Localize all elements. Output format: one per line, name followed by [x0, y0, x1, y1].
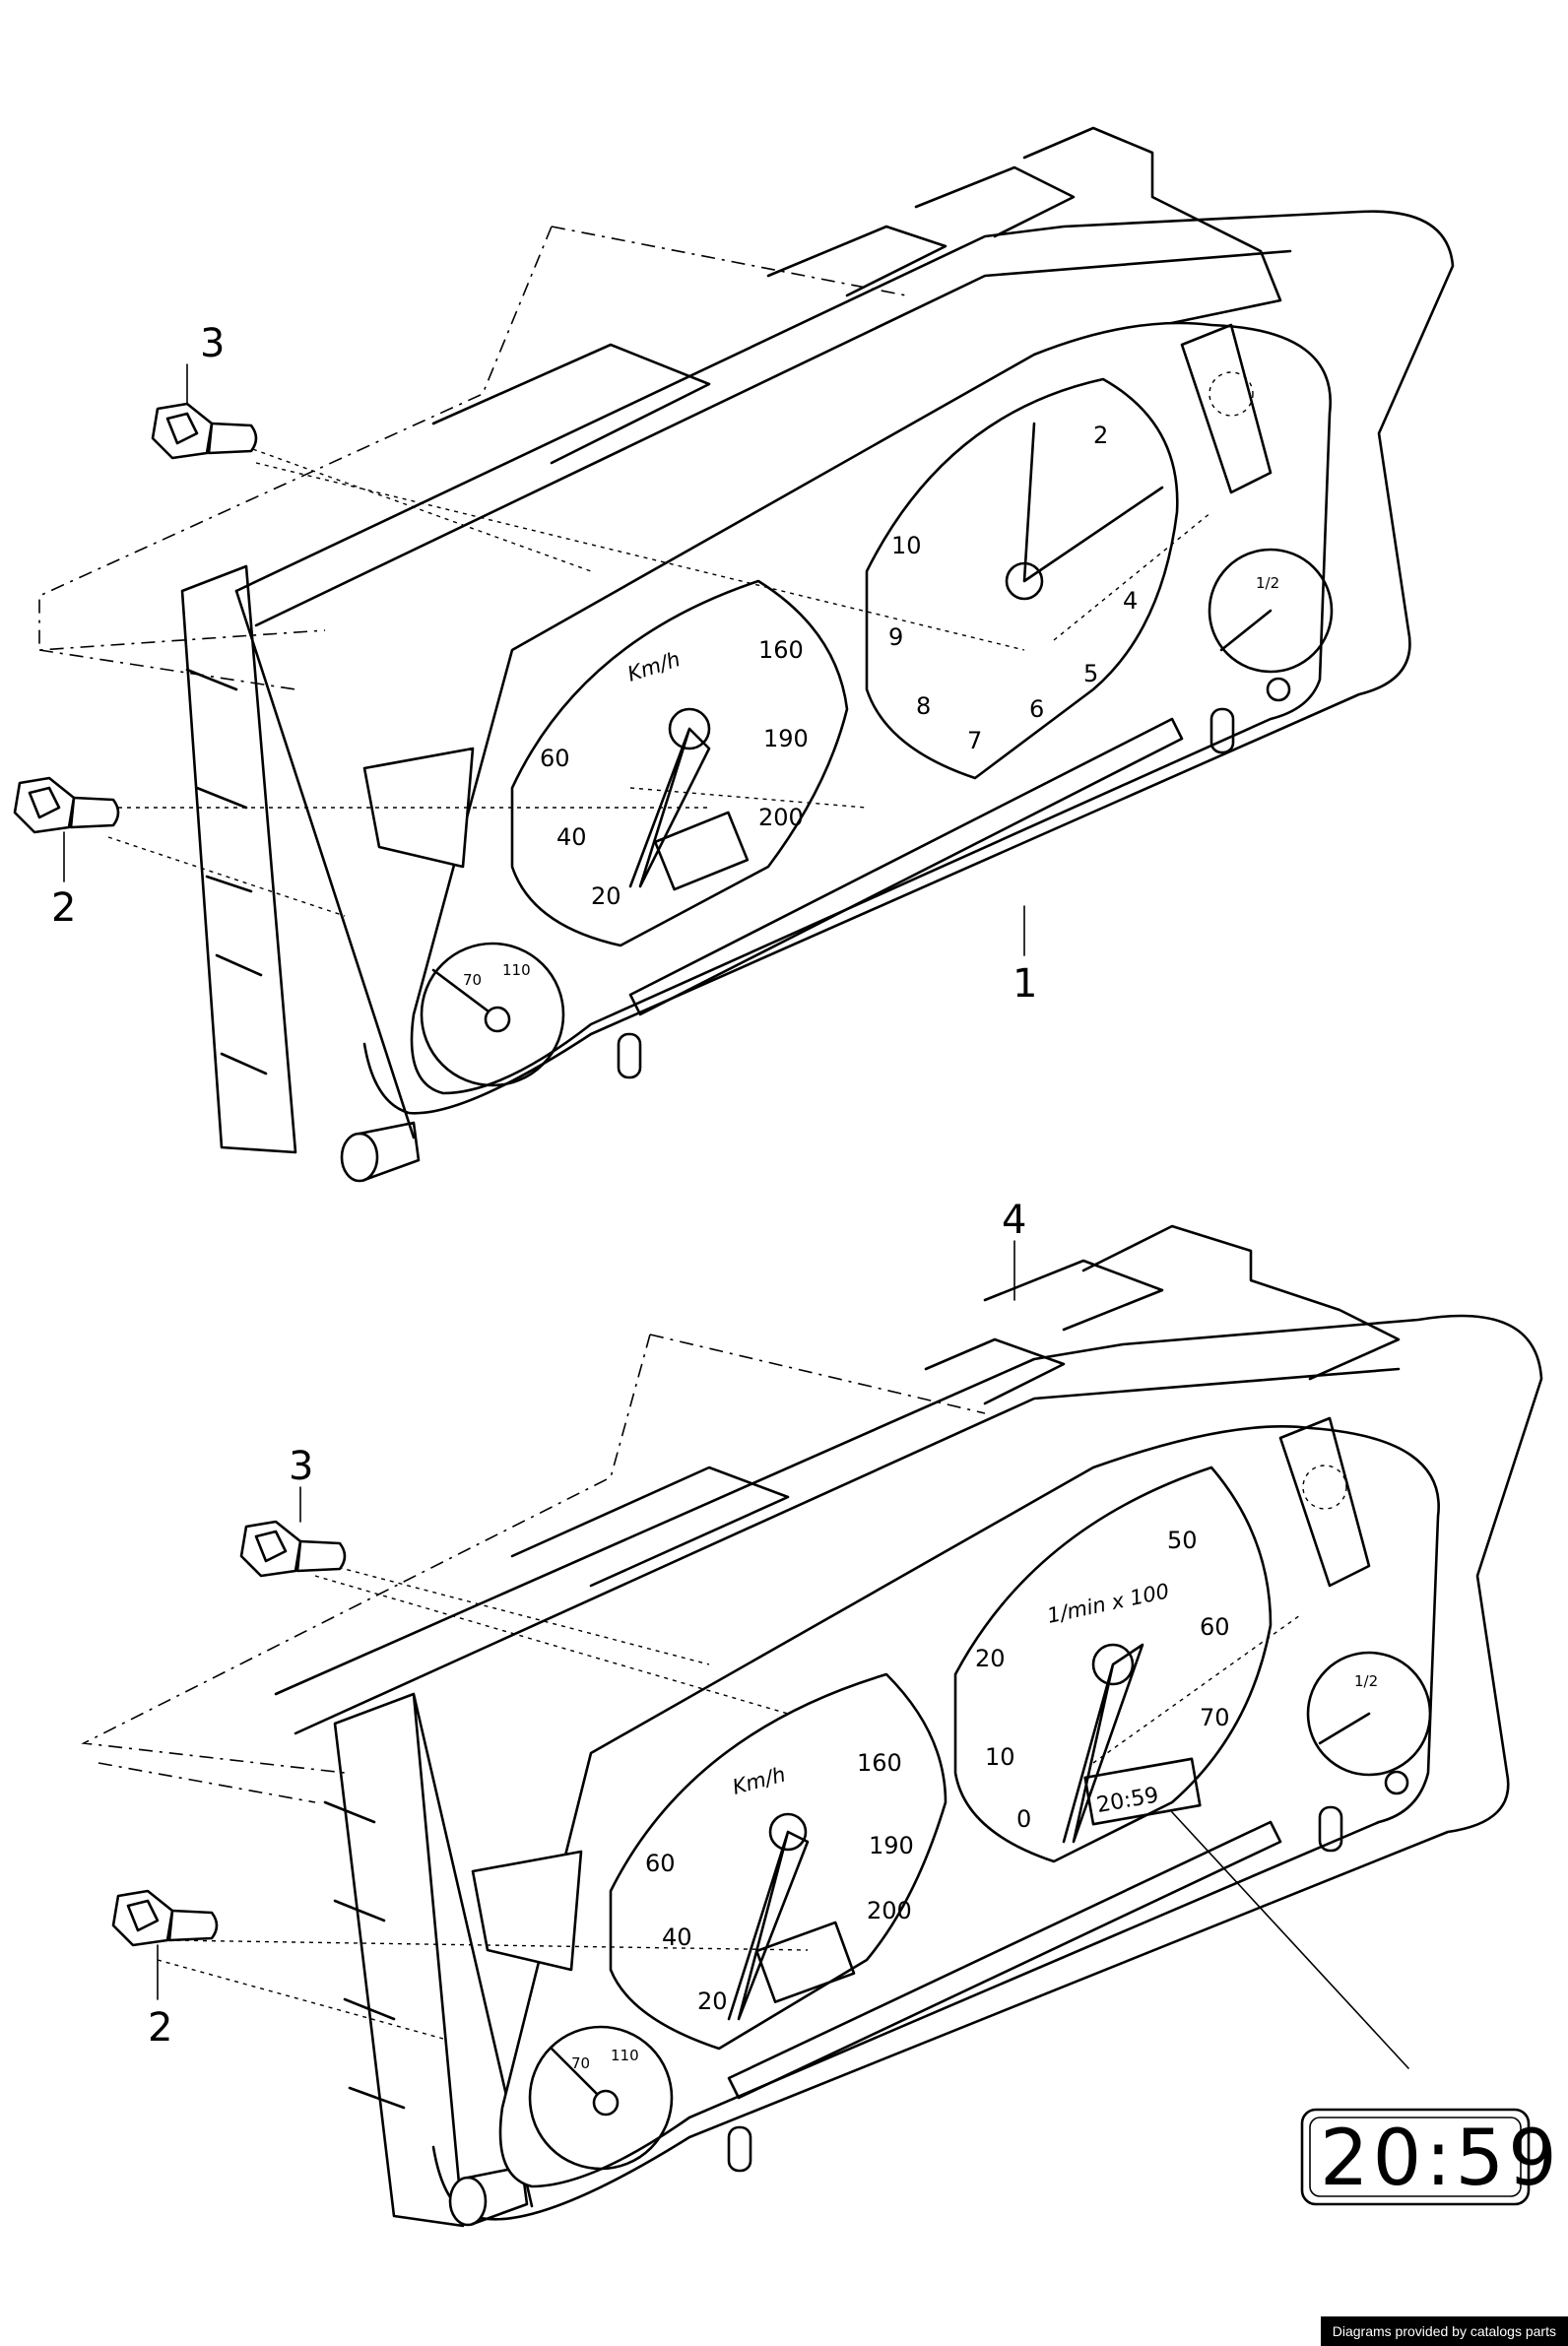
callout-3-top: 3 — [200, 321, 225, 366]
speedo-tick-200-top: 200 — [758, 804, 804, 831]
bulb-holder-2-top — [13, 776, 120, 882]
temp-tick-110-top: 110 — [502, 961, 531, 979]
tach-tick-7-top: 7 — [967, 727, 982, 754]
instrument-cluster-bottom — [81, 1224, 1543, 2228]
fuel-gauge-top — [1208, 548, 1334, 674]
connector-pin-bottom — [448, 2176, 488, 2227]
tach-tick-4-top: 4 — [1123, 587, 1138, 615]
lcd-window-bottom — [1083, 1757, 1202, 1826]
speedo-tick-60-top: 60 — [540, 745, 570, 772]
fuel-tick-half-bottom: 1/2 — [1354, 1672, 1378, 1690]
speedo-tick-190-top: 190 — [763, 725, 809, 752]
mounting-outline-top — [38, 226, 907, 690]
tach-tick-2-top: 2 — [1093, 422, 1108, 449]
instrument-cluster-top — [38, 126, 1455, 1183]
tach-tick-10-top: 10 — [891, 532, 922, 559]
tach-tick-60-bottom: 60 — [1200, 1613, 1230, 1641]
rear-housing-bottom — [510, 1224, 1401, 1588]
tach-tick-70-bottom: 70 — [1200, 1704, 1230, 1731]
connector-pin-top — [340, 1132, 379, 1183]
tachometer-dial-top — [865, 377, 1179, 780]
leader-clock — [1171, 1811, 1409, 2069]
left-side-panel-top — [180, 564, 416, 1154]
temp-gauge-top — [420, 942, 565, 1087]
tach-tick-0-bottom: 0 — [1016, 1805, 1031, 1833]
clock-lcd-detail: 20:59 — [1320, 2115, 1561, 2203]
speedo-tick-20-top: 20 — [591, 882, 621, 910]
callout-3-bottom: 3 — [289, 1444, 313, 1489]
tach-tick-20-bottom: 20 — [975, 1645, 1006, 1672]
mounting-outline-bottom — [81, 1334, 986, 1803]
reset-button-bottom — [727, 2125, 752, 2173]
bulb-lines-bottom — [157, 1555, 1301, 2040]
speedo-tick-40-bottom: 40 — [662, 1923, 692, 1951]
tach-tick-8-top: 8 — [916, 692, 931, 720]
tach-tick-5-top: 5 — [1083, 660, 1098, 687]
reset-button-top — [617, 1032, 642, 1079]
callout-2-top: 2 — [51, 885, 76, 931]
tachometer-dial-bottom — [953, 1466, 1273, 1863]
bulb-holder-3-top — [151, 363, 258, 460]
tach-tick-50-bottom: 50 — [1167, 1527, 1198, 1554]
bulb-lines-top — [107, 442, 1212, 917]
tach-tick-10-bottom: 10 — [985, 1743, 1015, 1771]
fuel-tick-half-top: 1/2 — [1256, 574, 1279, 592]
speedo-tick-160-bottom: 160 — [857, 1749, 902, 1777]
rear-housing-top — [431, 126, 1282, 465]
speedo-tick-160-top: 160 — [758, 636, 804, 664]
speedo-tick-20-bottom: 20 — [697, 1988, 728, 2015]
credit-footer: Diagrams provided by catalogs parts — [1320, 2316, 1568, 2346]
mount-bracket-bottom — [471, 1850, 583, 1972]
speedometer-dial-top — [510, 579, 849, 947]
callout-2-bottom: 2 — [148, 2005, 172, 2051]
mount-bracket-top — [362, 747, 475, 869]
clock-detail-box — [1300, 2108, 1531, 2206]
temp-tick-70-bottom: 70 — [571, 2054, 590, 2072]
speedo-tick-40-top: 40 — [556, 823, 587, 851]
temp-tick-110-bottom: 110 — [611, 2047, 639, 2064]
cluster-face-top — [410, 321, 1333, 1095]
speedo-tick-60-bottom: 60 — [645, 1850, 676, 1877]
speedo-tick-200-bottom: 200 — [867, 1897, 912, 1924]
fuel-gauge-bottom — [1306, 1651, 1432, 1777]
callout-4: 4 — [1002, 1198, 1026, 1243]
speedometer-dial-bottom — [609, 1672, 947, 2051]
tach-tick-6-top: 6 — [1029, 695, 1044, 723]
warning-strip-bottom — [727, 1820, 1282, 2100]
tach-tick-9-top: 9 — [888, 623, 903, 651]
bulb-holder-3-bottom — [239, 1486, 347, 1578]
temp-tick-70-top: 70 — [463, 971, 482, 989]
callout-1: 1 — [1013, 961, 1037, 1007]
warning-strip-top — [628, 717, 1184, 1016]
temp-gauge-bottom — [528, 2025, 674, 2171]
bulb-holder-2-bottom — [111, 1889, 219, 2000]
speedo-tick-190-bottom: 190 — [869, 1832, 914, 1859]
